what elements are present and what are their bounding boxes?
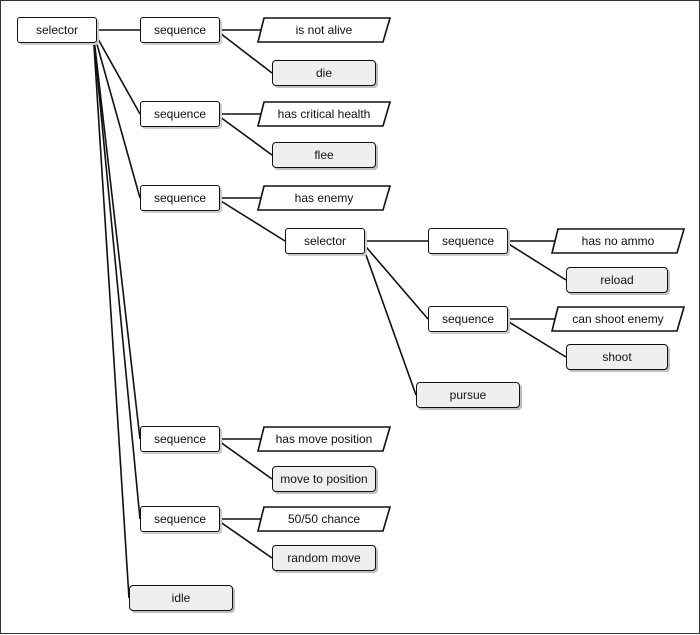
node-action-random-move: random move	[272, 545, 376, 571]
edge-root-seq4	[92, 29, 141, 440]
node-label: is not alive	[295, 23, 353, 37]
node-label: sequence	[153, 107, 207, 121]
node-label: sequence	[153, 512, 207, 526]
node-label: sequence	[153, 191, 207, 205]
node-condition-50-50-chance: 50/50 chance	[256, 506, 392, 532]
edge-sel2-seq32	[360, 240, 429, 320]
node-sequence-3-2: sequence	[428, 306, 508, 332]
node-condition-has-enemy: has enemy	[256, 185, 392, 211]
node-label: random move	[287, 551, 361, 565]
edge-seq3-sel2	[215, 197, 286, 242]
edge-root-seq2	[92, 29, 141, 115]
node-condition-has-critical-health: has critical health	[256, 101, 392, 127]
edge-root-seq3	[92, 29, 141, 199]
node-action-pursue: pursue	[416, 382, 520, 408]
node-sequence-5: sequence	[140, 506, 220, 532]
node-sequence-2: sequence	[140, 101, 220, 127]
condition-shape	[256, 101, 392, 127]
node-condition-has-move-position: has move position	[256, 426, 392, 452]
node-label: has move position	[275, 432, 373, 446]
node-condition-can-shoot-enemy: can shoot enemy	[550, 306, 686, 332]
edge-sel2-act33	[360, 240, 417, 396]
node-label: move to position	[280, 472, 368, 486]
node-action-move-to-position: move to position	[272, 466, 376, 492]
node-sequence-3: sequence	[140, 185, 220, 211]
edge-seq5-act5	[215, 518, 273, 559]
node-action-die: die	[272, 60, 376, 86]
node-action-flee: flee	[272, 142, 376, 168]
node-sequence-4: sequence	[140, 426, 220, 452]
condition-shape	[550, 306, 686, 332]
node-action-idle: idle	[129, 585, 233, 611]
edge-seq31-act31	[503, 240, 567, 281]
node-condition-is-not-alive: is not alive	[256, 17, 392, 43]
condition-shape	[550, 228, 686, 254]
node-sequence-3-1: sequence	[428, 228, 508, 254]
node-label: has no ammo	[581, 234, 655, 248]
node-label: pursue	[449, 388, 487, 402]
node-sequence-1: sequence	[140, 17, 220, 43]
node-label: has critical health	[277, 107, 371, 121]
node-label: flee	[314, 148, 334, 162]
edge-seq32-act32	[503, 318, 567, 358]
edge-seq4-act4	[215, 438, 273, 480]
node-label: reload	[600, 273, 634, 287]
node-label: has enemy	[294, 191, 354, 205]
condition-shape	[256, 426, 392, 452]
node-label: idle	[171, 591, 191, 605]
edge-seq1-act1	[215, 29, 273, 74]
node-action-reload: reload	[566, 267, 668, 293]
node-label: selector	[35, 23, 79, 37]
edge-root-seq5	[92, 29, 141, 520]
node-selector-2: selector	[285, 228, 365, 254]
condition-shape	[256, 17, 392, 43]
node-label: selector	[303, 234, 347, 248]
node-label: die	[315, 66, 332, 80]
node-action-shoot: shoot	[566, 344, 668, 370]
node-label: shoot	[602, 350, 632, 364]
node-label: sequence	[441, 312, 495, 326]
node-condition-has-no-ammo: has no ammo	[550, 228, 686, 254]
edge-root-act6	[92, 29, 130, 599]
condition-shape	[256, 185, 392, 211]
condition-shape	[256, 506, 392, 532]
edge-seq2-act2	[215, 113, 273, 156]
node-root-selector: selector	[17, 17, 97, 43]
node-label: sequence	[153, 23, 207, 37]
node-label: 50/50 chance	[287, 512, 361, 526]
node-label: sequence	[441, 234, 495, 248]
node-label: can shoot enemy	[572, 312, 664, 326]
node-label: sequence	[153, 432, 207, 446]
